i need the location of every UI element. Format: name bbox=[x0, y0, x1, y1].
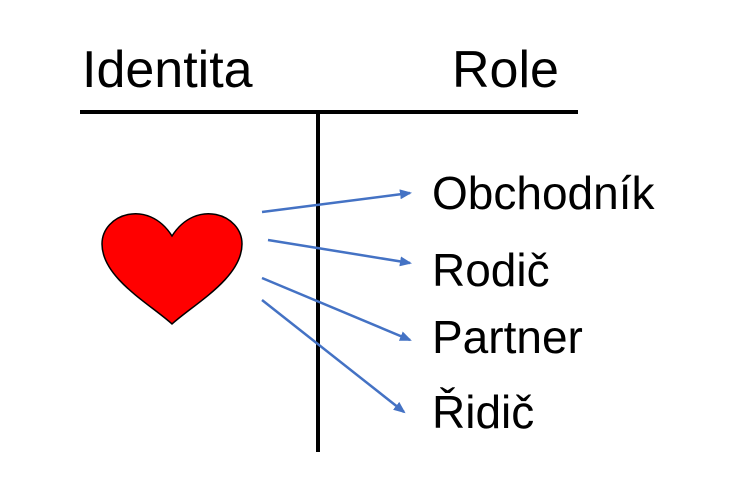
role-item-3: Partner bbox=[432, 311, 583, 363]
role-item-2: Rodič bbox=[432, 244, 550, 296]
role-item-4: Řidič bbox=[432, 386, 535, 438]
heart-icon bbox=[101, 212, 243, 326]
arrow-to-role-1 bbox=[261, 189, 412, 214]
header-role: Role bbox=[452, 41, 559, 99]
header-identity: Identita bbox=[82, 41, 253, 99]
arrow-to-role-2 bbox=[267, 238, 412, 267]
arrow-to-role-3 bbox=[261, 276, 412, 342]
role-item-1: Obchodník bbox=[432, 167, 655, 219]
arrow-to-role-4 bbox=[261, 299, 406, 414]
